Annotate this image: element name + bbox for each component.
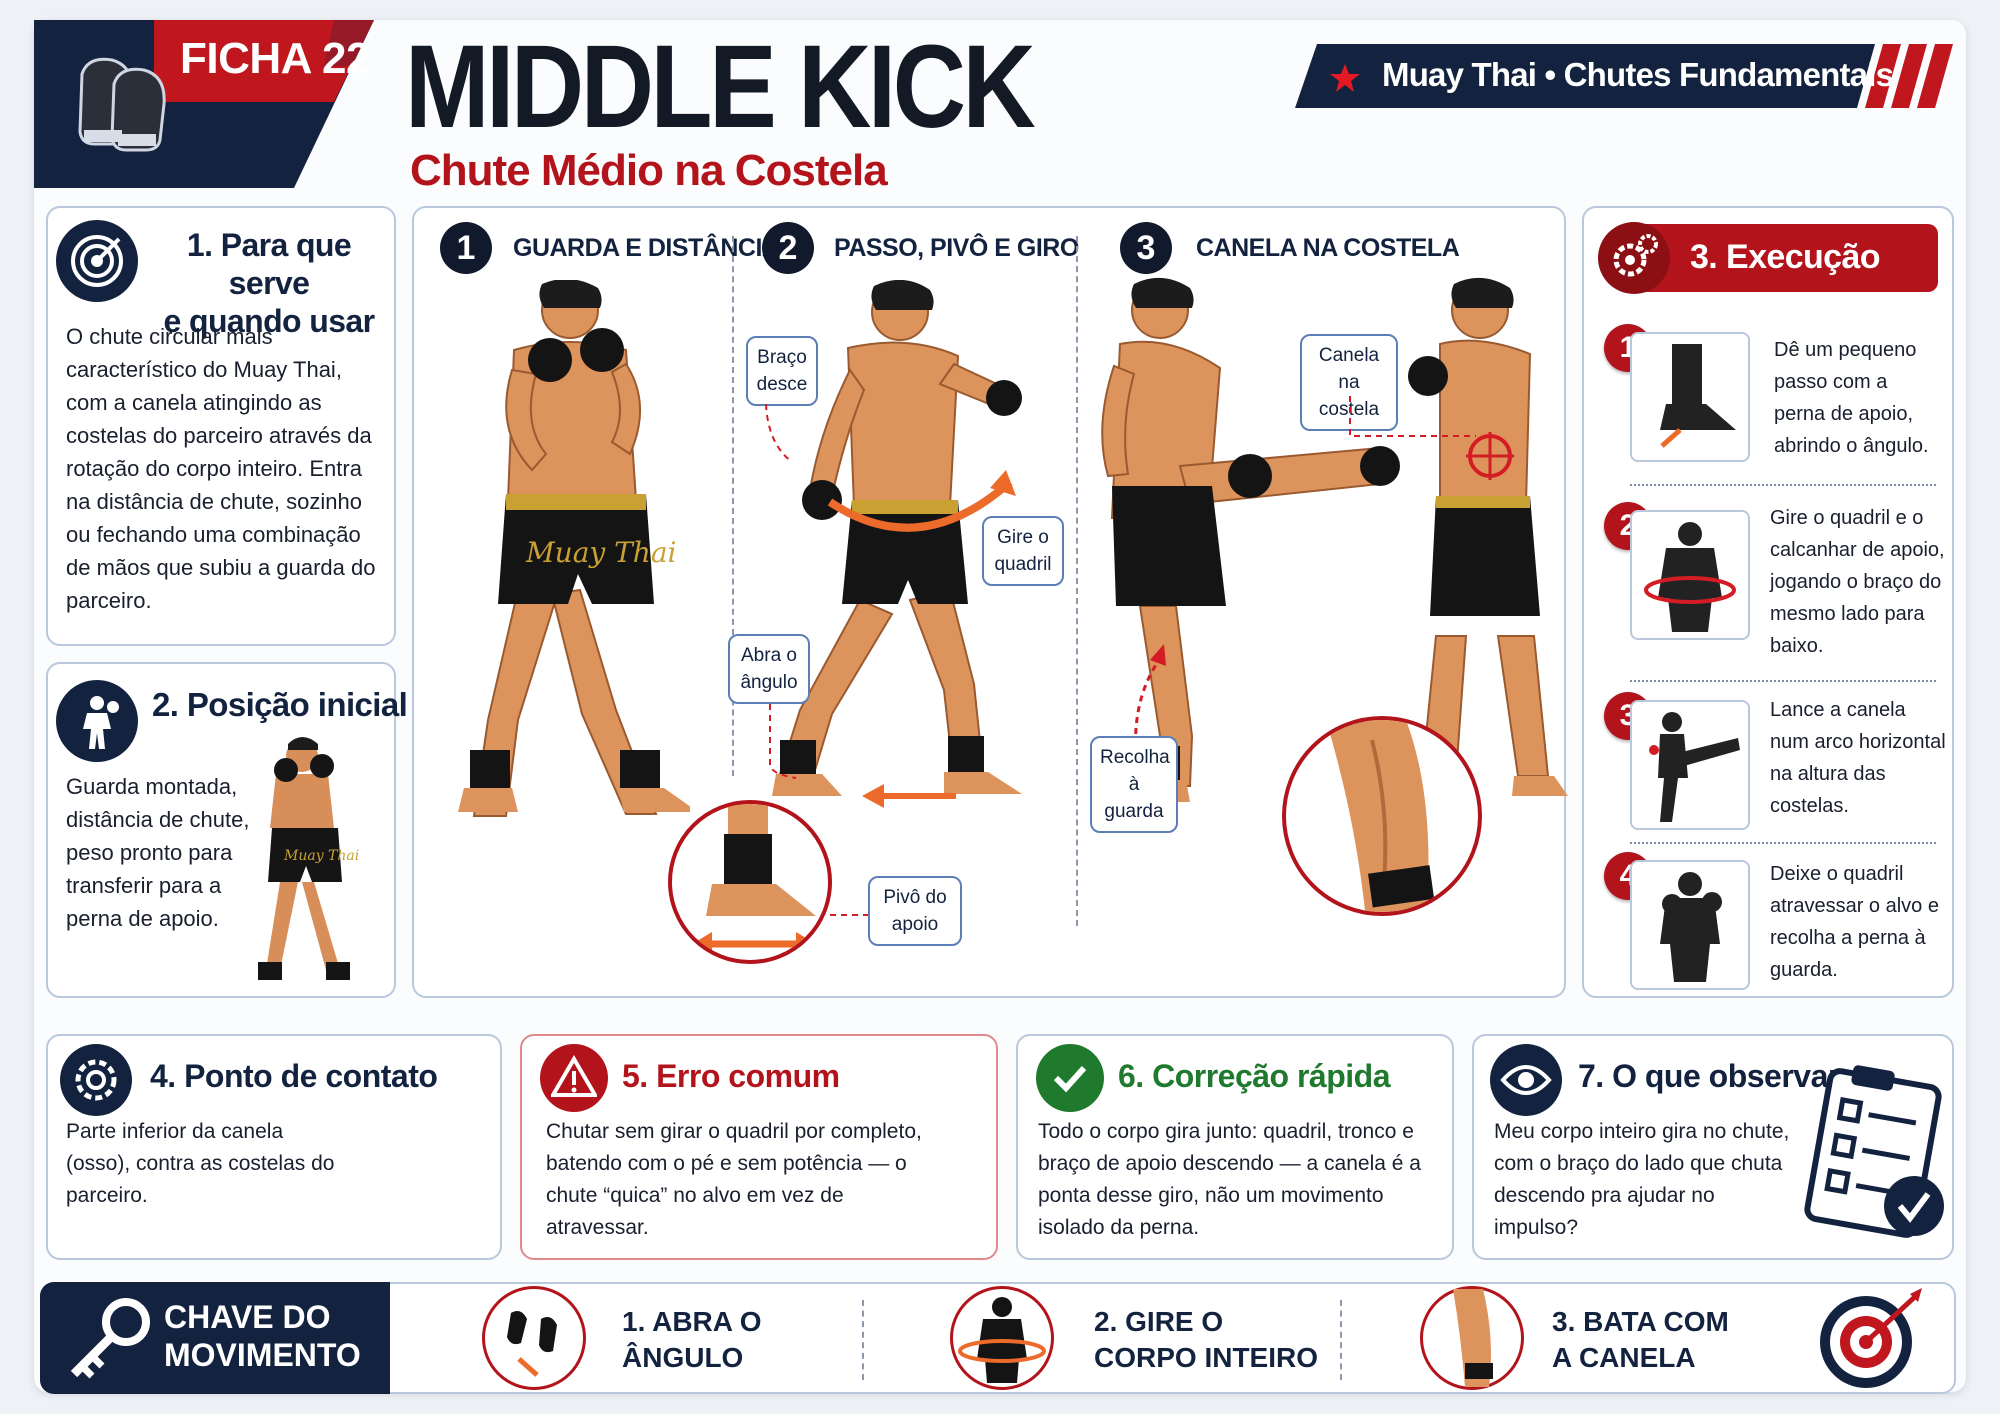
exec-step3-text: Lance a canela num arco horizontal na al…	[1770, 699, 1946, 817]
key-step3-line2: A CANELA	[1552, 1342, 1696, 1373]
target-icon	[56, 220, 138, 302]
key-step1-text: 1. ABRA O ÂNGULO	[622, 1304, 762, 1376]
callout-rotate-hip: Gire o quadril	[982, 516, 1064, 586]
section1-title-line1: 1. Para que serve	[186, 227, 352, 301]
section2-text: Guarda montada, distância de chute, peso…	[66, 774, 250, 931]
key-step2-text: 2. GIRE O CORPO INTEIRO	[1094, 1304, 1318, 1376]
callout-leader-pivot	[830, 914, 868, 916]
callout-leader-angle	[769, 704, 797, 779]
section5-title: 5. Erro comum	[622, 1058, 840, 1094]
key-label-line1: CHAVE DO	[164, 1299, 331, 1335]
section7-text: Meu corpo inteiro gira no chute, com o b…	[1494, 1120, 1790, 1239]
check-icon	[1036, 1044, 1104, 1112]
step-divider-2	[1076, 236, 1078, 926]
step-divider-1	[732, 236, 734, 776]
hip-rotation-arrow	[827, 470, 1016, 532]
gears-icon	[1598, 222, 1670, 294]
callout-arm-down: Braço desce	[746, 336, 818, 406]
exec-step4-text: Deixe o quadril atravessar o alvo e reco…	[1770, 863, 1939, 981]
step2-title: PASSO, PIVÔ E GIRO	[834, 234, 1079, 262]
key-step2-line2: CORPO INTEIRO	[1094, 1342, 1319, 1373]
key-step1-line2: ÂNGULO	[622, 1342, 744, 1373]
step3-title: CANELA NA COSTELA	[1196, 234, 1460, 262]
fighter-guard-figure: Muay Thai	[458, 280, 690, 817]
section4-text: Parte inferior da canela (osso), contra …	[66, 1120, 335, 1207]
key-icon	[70, 1298, 150, 1379]
step-arrow	[862, 784, 956, 808]
pivot-zoom-circle	[668, 800, 832, 964]
key-divider-2	[1340, 1300, 1342, 1380]
shorts-text: Muay Thai	[525, 536, 676, 569]
exec-step2-image	[1630, 510, 1750, 640]
key-divider-1	[862, 1300, 864, 1380]
callout-leader-arm	[765, 403, 793, 463]
category-banner	[1295, 44, 1953, 108]
exec-separator-3	[1630, 842, 1936, 844]
page-subtitle: Chute Médio na Costela	[410, 146, 888, 195]
section5-text: Chutar sem girar o quadril por completo,…	[546, 1120, 922, 1239]
exec-step1-text: Dê um pequeno passo com a perna de apoio…	[1774, 339, 1929, 457]
key-step3-icon	[1420, 1286, 1524, 1390]
exec-step1-image	[1630, 332, 1750, 462]
fighter-stance-icon	[56, 680, 138, 762]
fighter-guard-small-figure: Muay Thai	[258, 737, 359, 980]
step3-badge: 3	[1120, 222, 1172, 274]
section6-text: Todo o corpo gira junto: quadril, tronco…	[1038, 1120, 1421, 1239]
page-title: MIDDLE KICK	[405, 21, 1036, 153]
callout-pivot: Pivô do apoio	[868, 876, 962, 946]
eye-icon	[1490, 1044, 1562, 1116]
exec-separator-1	[1630, 484, 1936, 486]
section7-title: 7. O que observar	[1578, 1058, 1840, 1094]
step1-title: GUARDA E DISTÂNCIA	[513, 234, 780, 262]
key-step2-line1: 2. GIRE O	[1094, 1306, 1224, 1337]
section1-title: 1. Para que serve e quando usar	[154, 226, 384, 340]
exec-step2-text: Gire o quadril e o calcanhar de apoio, j…	[1770, 507, 1945, 657]
key-label-block	[40, 1282, 390, 1394]
step2-badge: 2	[762, 222, 814, 274]
bullseye-icon	[1820, 1288, 1922, 1388]
category-label: Muay Thai • Chutes Fundamentais	[1382, 56, 1894, 93]
warning-icon	[540, 1044, 608, 1112]
key-label: CHAVE DO MOVIMENTO	[164, 1298, 361, 1374]
execution-header-bar	[1598, 222, 1938, 294]
callout-return-guard: Recolha à guarda	[1090, 736, 1178, 833]
exec-step3-image	[1630, 700, 1750, 830]
key-step1-icon	[482, 1286, 586, 1390]
section2-title: 2. Posição inicial	[152, 686, 408, 723]
section4-title: 4. Ponto de contato	[150, 1058, 438, 1094]
small-shorts-text: Muay Thai	[283, 848, 359, 864]
contact-gear-icon	[60, 1044, 132, 1116]
gloves-icon	[78, 57, 166, 152]
section6-title: 6. Correção rápida	[1118, 1058, 1391, 1094]
section1-title-line2: e quando usar	[163, 303, 376, 339]
exec-step4-image	[1630, 860, 1750, 990]
key-step3-line1: 3. BATA COM	[1552, 1306, 1729, 1337]
section1-text: O chute circular mais característico do …	[66, 324, 376, 613]
checklist-icon	[1804, 1065, 1944, 1238]
shin-zoom-circle	[1282, 716, 1482, 916]
key-label-line2: MOVIMENTO	[164, 1337, 361, 1373]
exec-separator-2	[1630, 680, 1936, 682]
execution-title: 3. Execução	[1690, 238, 1881, 276]
key-step3-text: 3. BATA COM A CANELA	[1552, 1304, 1729, 1376]
ficha-label: FICHA 22	[180, 34, 370, 83]
key-step2-icon	[950, 1286, 1054, 1390]
callout-open-angle: Abra o ângulo	[728, 634, 810, 704]
step1-badge: 1	[440, 222, 492, 274]
callout-leader-shin	[1349, 396, 1476, 437]
key-step1-line1: 1. ABRA O	[622, 1306, 762, 1337]
